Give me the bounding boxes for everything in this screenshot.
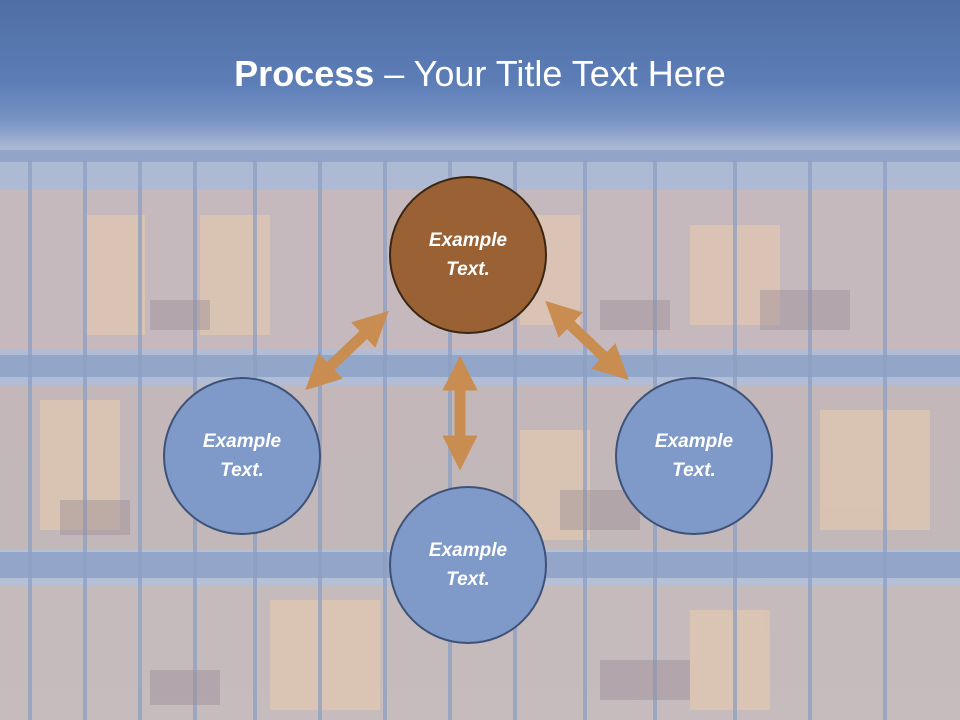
arrow-top-left [305, 310, 389, 391]
title-band [0, 0, 960, 150]
node-right: Example Text. [615, 377, 773, 535]
node-top-label: Example Text. [428, 230, 508, 280]
node-top: Example Text. [389, 176, 547, 334]
node-bottom-label: Example Text. [428, 540, 508, 590]
node-left: Example Text. [163, 377, 321, 535]
node-left-label: Example Text. [202, 431, 282, 481]
node-bottom: Example Text. [389, 486, 547, 644]
title-rest: – Your Title Text Here [374, 53, 726, 94]
title-bold-part: Process [234, 53, 375, 94]
arrow-top-right [545, 300, 629, 381]
node-right-label: Example Text. [654, 431, 734, 481]
slide-title: Process – Your Title Text Here [0, 50, 960, 98]
